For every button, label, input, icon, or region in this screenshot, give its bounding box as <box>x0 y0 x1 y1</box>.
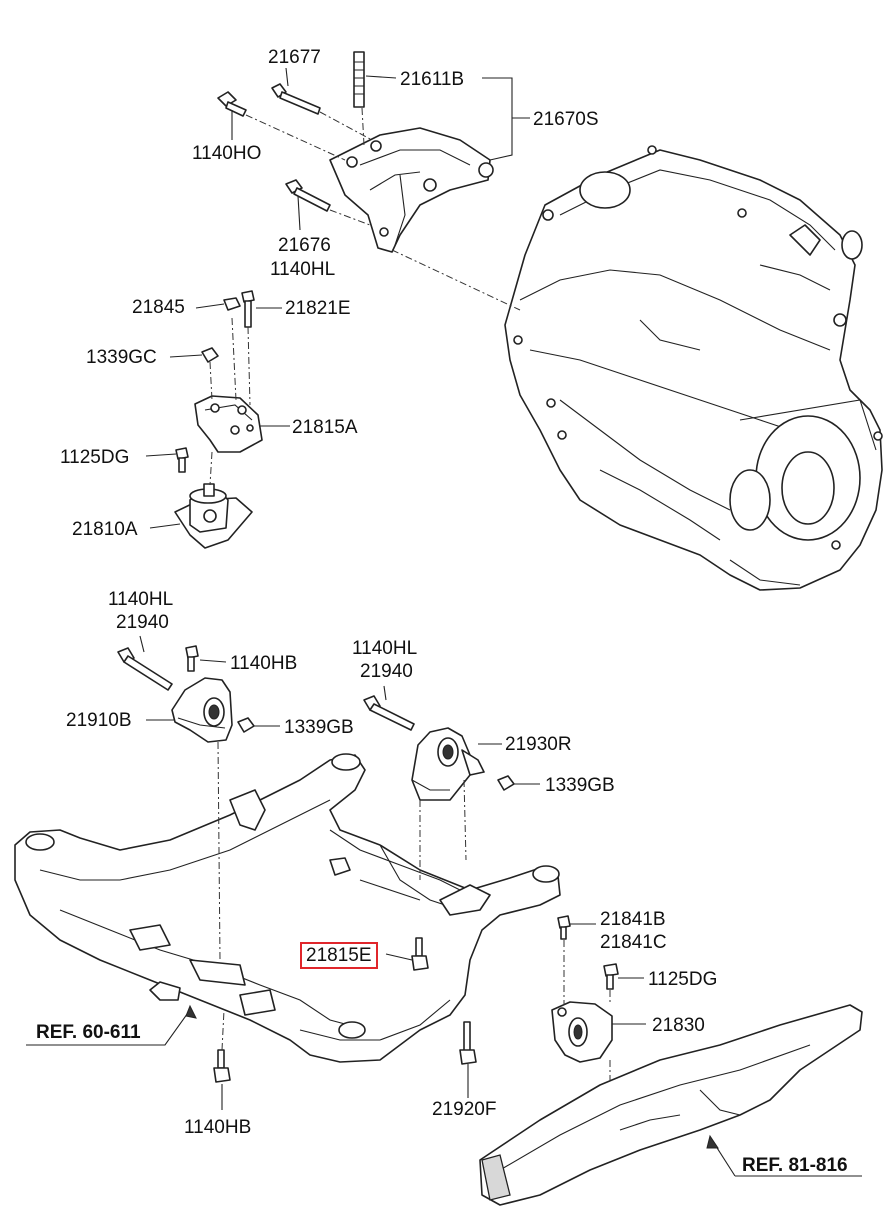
label-21920F: 21920F <box>432 1099 497 1120</box>
label-1140HL-left: 1140HL <box>108 589 174 610</box>
bolt-1140HB-lower <box>213 1049 231 1083</box>
insulator-21810A <box>174 483 253 549</box>
bolt-1140HO <box>217 91 247 117</box>
nut-21845 <box>223 297 241 311</box>
label-1125DG-left: 1125DG <box>60 447 130 468</box>
bolt-1140HB-upper <box>185 645 199 672</box>
reference-right: REF. 81-816 <box>742 1155 848 1176</box>
label-21940-right: 21940 <box>360 661 413 682</box>
label-21830: 21830 <box>652 1015 705 1036</box>
stud-21611B <box>353 51 365 108</box>
bolt-1140HL-21940-left <box>117 647 173 691</box>
subframe-crossmember <box>14 753 561 1063</box>
label-21845: 21845 <box>132 297 185 318</box>
label-21821E: 21821E <box>285 298 351 319</box>
bolt-1125DG-right <box>603 963 619 990</box>
mount-21930R <box>411 727 485 801</box>
bolt-21676 <box>285 179 331 212</box>
nut-1339GB-left <box>237 717 255 733</box>
side-member-frame-rail <box>479 1004 863 1206</box>
label-21910B: 21910B <box>66 710 132 731</box>
label-21815E-highlighted: 21815E <box>300 942 378 969</box>
label-1339GB-right: 1339GB <box>545 775 615 796</box>
nut-1339GB-right <box>497 775 515 791</box>
label-21815A: 21815A <box>292 417 358 438</box>
label-1140HO: 1140HO <box>192 143 262 164</box>
label-1140HL-top: 1140HL <box>270 259 336 280</box>
mount-21830 <box>551 1001 613 1063</box>
label-21670S: 21670S <box>533 109 599 130</box>
label-21841C: 21841C <box>600 932 667 953</box>
bolt-21815E <box>411 937 429 971</box>
label-1140HB-lower: 1140HB <box>184 1117 252 1138</box>
label-1339GB-left: 1339GB <box>284 717 354 738</box>
bracket-21670S <box>329 127 494 253</box>
label-21841B: 21841B <box>600 909 666 930</box>
label-21676: 21676 <box>278 235 331 256</box>
bolt-1125DG-left <box>175 447 189 473</box>
mount-bracket-21815A <box>194 395 263 453</box>
label-21810A: 21810A <box>72 519 138 540</box>
mount-21910B <box>171 677 233 743</box>
bolt-1140HL-21940-right <box>363 695 415 731</box>
label-21940-left: 21940 <box>116 612 169 633</box>
label-1339GC: 1339GC <box>86 347 157 368</box>
engine-transaxle-assembly <box>504 145 883 591</box>
reference-left: REF. 60-611 <box>36 1022 141 1043</box>
bolt-21841B-21841C <box>557 915 571 940</box>
bolt-21920F <box>459 1021 477 1065</box>
label-1140HL-right: 1140HL <box>352 638 418 659</box>
label-1125DG-right: 1125DG <box>648 969 718 990</box>
label-21611B: 21611B <box>400 69 465 90</box>
label-1140HB-upper: 1140HB <box>230 653 298 674</box>
bolt-21677 <box>271 83 321 115</box>
nut-1339GC <box>201 347 219 363</box>
label-21930R: 21930R <box>505 734 572 755</box>
label-21677: 21677 <box>268 47 321 68</box>
bolt-21821E <box>241 290 255 328</box>
